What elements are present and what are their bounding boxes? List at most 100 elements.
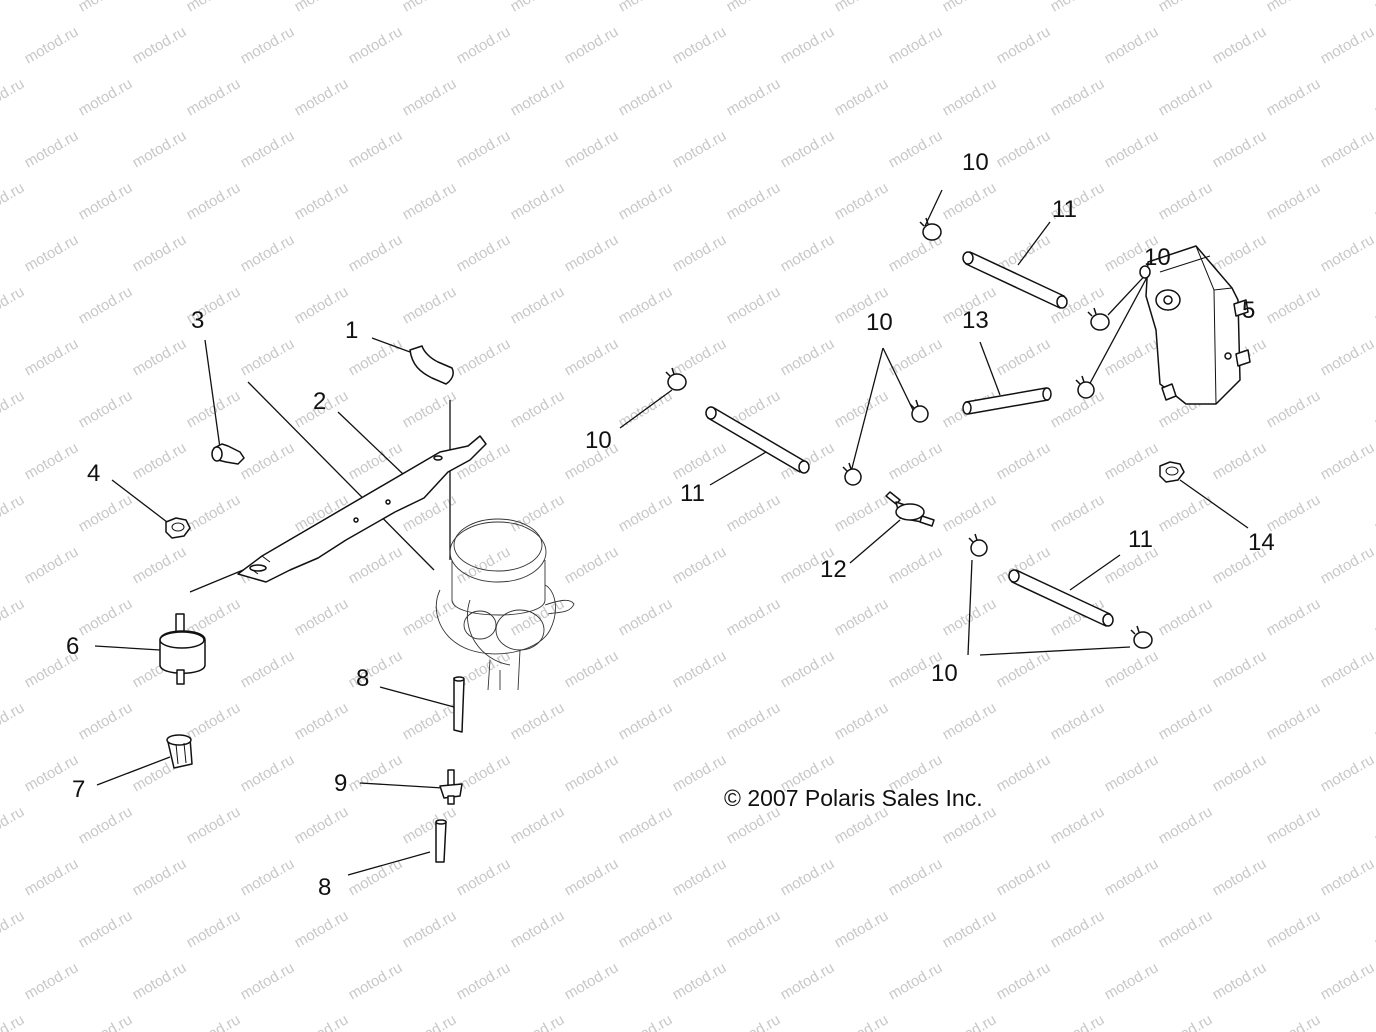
- part-11-fuel-hose-bottom: [1008, 569, 1114, 627]
- watermark-text: motod.ru: [1102, 439, 1162, 483]
- watermark-text: motod.ru: [130, 127, 190, 171]
- watermark-text: motod.ru: [670, 959, 730, 1003]
- watermark-text: motod.ru: [1102, 647, 1162, 691]
- watermark-text: motod.ru: [346, 959, 406, 1003]
- watermark-text: motod.ru: [1048, 1011, 1108, 1032]
- watermark-text: motod.ru: [0, 179, 27, 223]
- watermark-text: motod.ru: [616, 1011, 676, 1032]
- watermark-text: motod.ru: [1048, 0, 1108, 15]
- callout-1: 1: [345, 317, 358, 344]
- watermark-text: motod.ru: [562, 23, 622, 67]
- watermark-text: motod.ru: [1318, 439, 1376, 483]
- watermark-text: motod.ru: [1102, 127, 1162, 171]
- watermark-text: motod.ru: [292, 699, 352, 743]
- watermark-text: motod.ru: [940, 179, 1000, 223]
- watermark-text: motod.ru: [1372, 0, 1376, 15]
- watermark-text: motod.ru: [1048, 803, 1108, 847]
- watermark-text: motod.ru: [1210, 231, 1270, 275]
- watermark-text: motod.ru: [1210, 127, 1270, 171]
- watermark-text: motod.ru: [1372, 387, 1376, 431]
- watermark-text: motod.ru: [454, 231, 514, 275]
- watermark-text: motod.ru: [1318, 23, 1376, 67]
- callout-10-top: 10: [962, 149, 989, 176]
- watermark-text: motod.ru: [0, 907, 27, 951]
- watermark-text: motod.ru: [1318, 751, 1376, 795]
- watermark-text: motod.ru: [994, 959, 1054, 1003]
- watermark-text: motod.ru: [1264, 803, 1324, 847]
- watermark-text: motod.ru: [76, 179, 136, 223]
- watermark-text: motod.ru: [130, 855, 190, 899]
- part-12-fuel-filter: [885, 491, 935, 527]
- watermark-text: motod.ru: [940, 75, 1000, 119]
- watermark-text: motod.ru: [1102, 959, 1162, 1003]
- callout-8-lower: 8: [318, 874, 331, 901]
- watermark-text: motod.ru: [454, 335, 514, 379]
- watermark-text: motod.ru: [670, 231, 730, 275]
- watermark-text: motod.ru: [724, 699, 784, 743]
- watermark-text: motod.ru: [724, 491, 784, 535]
- watermark-text: motod.ru: [400, 803, 460, 847]
- watermark-text: motod.ru: [292, 803, 352, 847]
- watermark-text: motod.ru: [508, 1011, 568, 1032]
- watermark-text: motod.ru: [1264, 1011, 1324, 1032]
- part-5-fuel-pump: [1139, 245, 1251, 405]
- watermark-text: motod.ru: [1156, 595, 1216, 639]
- watermark-text: motod.ru: [724, 283, 784, 327]
- watermark-text: motod.ru: [940, 491, 1000, 535]
- watermark-text: motod.ru: [778, 959, 838, 1003]
- watermark-text: motod.ru: [1264, 283, 1324, 327]
- part-9-check-valve: [439, 769, 463, 805]
- watermark-text: motod.ru: [1156, 75, 1216, 119]
- callout-5: 5: [1242, 297, 1255, 324]
- watermark-text: motod.ru: [0, 1011, 27, 1032]
- watermark-text: motod.ru: [832, 387, 892, 431]
- watermark-text: motod.ru: [508, 75, 568, 119]
- watermark-text: motod.ru: [0, 595, 27, 639]
- watermark-text: motod.ru: [238, 23, 298, 67]
- watermark-text: motod.ru: [454, 751, 514, 795]
- watermark-text: motod.ru: [184, 387, 244, 431]
- watermark-text: motod.ru: [238, 231, 298, 275]
- watermark-text: motod.ru: [454, 127, 514, 171]
- watermark-text: motod.ru: [994, 855, 1054, 899]
- watermark-text: motod.ru: [886, 855, 946, 899]
- watermark-text: motod.ru: [778, 23, 838, 67]
- watermark-text: motod.ru: [400, 907, 460, 951]
- watermark-text: motod.ru: [670, 751, 730, 795]
- watermark-text: motod.ru: [184, 699, 244, 743]
- watermark-text: motod.ru: [292, 907, 352, 951]
- watermark-text: motod.ru: [1156, 0, 1216, 15]
- watermark-text: motod.ru: [1264, 0, 1324, 15]
- watermark-text: motod.ru: [1372, 491, 1376, 535]
- watermark-text: motod.ru: [670, 855, 730, 899]
- part-7-grommet: [166, 734, 193, 769]
- watermark-text: motod.ru: [1318, 543, 1376, 587]
- watermark-text: motod.ru: [1102, 335, 1162, 379]
- watermark-text: motod.ru: [562, 751, 622, 795]
- watermark-text: motod.ru: [670, 543, 730, 587]
- watermark-text: motod.ru: [562, 647, 622, 691]
- watermark-text: motod.ru: [76, 75, 136, 119]
- watermark-text: motod.ru: [1210, 959, 1270, 1003]
- part-8-fuel-line-lower: [435, 819, 447, 863]
- watermark-text: motod.ru: [184, 803, 244, 847]
- part-14-nut: [1159, 461, 1185, 483]
- watermark-text: motod.ru: [1156, 803, 1216, 847]
- watermark-text: motod.ru: [724, 1011, 784, 1032]
- watermark-text: motod.ru: [22, 959, 82, 1003]
- watermark-text: motod.ru: [76, 387, 136, 431]
- watermark-text: motod.ru: [1210, 855, 1270, 899]
- watermark-text: motod.ru: [1102, 855, 1162, 899]
- watermark-text: motod.ru: [1264, 387, 1324, 431]
- watermark-text: motod.ru: [292, 283, 352, 327]
- callout-10-bottom: 10: [931, 660, 958, 687]
- callout-11-center: 11: [680, 480, 705, 507]
- watermark-text: motod.ru: [454, 959, 514, 1003]
- watermark-text: motod.ru: [778, 127, 838, 171]
- watermark-text: motod.ru: [508, 179, 568, 223]
- watermark-text: motod.ru: [724, 907, 784, 951]
- watermark-text: motod.ru: [616, 803, 676, 847]
- watermark-text: motod.ru: [886, 127, 946, 171]
- part-4-nut: [165, 517, 191, 539]
- watermark-text: motod.ru: [616, 595, 676, 639]
